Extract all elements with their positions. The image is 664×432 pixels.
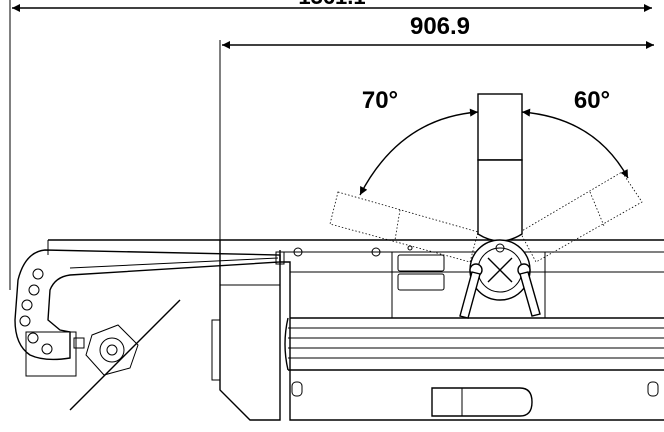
overall-dimension: 1361.1 (9, 0, 652, 290)
head-neck (477, 159, 523, 242)
foot-bolt-right (647, 381, 659, 397)
housing-end-cap (219, 240, 281, 421)
bracket-hole-4 (19, 315, 31, 327)
bracket-hole-2 (28, 284, 40, 296)
knob-cross (487, 257, 513, 283)
foot-bolt-left (291, 381, 303, 397)
right-angle-arc (521, 108, 629, 179)
screw-right (371, 247, 381, 257)
lower-access-panel (431, 387, 533, 417)
angle-indicators: 70° 60° (359, 87, 629, 196)
housing-end-tab (211, 319, 221, 381)
knob-top-pin (495, 243, 505, 253)
plate-indicator (407, 245, 413, 251)
ribbed-body (284, 317, 664, 417)
housing-body (280, 261, 664, 421)
left-bracket (14, 249, 281, 377)
clamp-body (85, 324, 139, 376)
screw-left (293, 247, 303, 257)
head-column (477, 93, 523, 242)
bracket-hole-6 (41, 343, 53, 355)
left-tilt-divider (394, 209, 401, 241)
left-tilt-outline (329, 191, 479, 263)
rib-left-end (284, 317, 289, 371)
right-angle-label: 60° (574, 87, 610, 114)
angled-clamp (69, 299, 181, 411)
rotary-knob (459, 239, 541, 319)
overall-dimension-label: 1361.1 (298, 0, 365, 9)
bracket-arm-outline (14, 249, 281, 361)
inner-dimension-label: 906.9 (410, 13, 470, 40)
clamp-angle-line (69, 299, 181, 411)
right-tilt-outline (519, 171, 643, 263)
left-angle-arc (359, 108, 479, 196)
clamp-hub (99, 337, 125, 363)
clamp-bolt (73, 337, 85, 349)
housing-clip (275, 251, 285, 265)
clamp-hub-center (106, 344, 118, 356)
control-plate (397, 245, 445, 291)
inner-dimension: 906.9 (219, 13, 654, 245)
bracket-hole-3 (21, 299, 33, 311)
main-housing (211, 240, 664, 421)
bracket-hole-5 (27, 332, 39, 344)
bracket-hole-1 (32, 268, 44, 280)
plate-upper-slot (397, 254, 445, 272)
bracket-foot-block (25, 331, 77, 377)
left-angle-label: 70° (362, 87, 398, 114)
left-lever (459, 271, 481, 319)
right-tilt-divider (589, 191, 605, 227)
plate-lower-slot (397, 273, 445, 291)
right-lever (519, 271, 541, 317)
bracket-tension-line (69, 257, 279, 269)
head-top-block (477, 93, 523, 161)
